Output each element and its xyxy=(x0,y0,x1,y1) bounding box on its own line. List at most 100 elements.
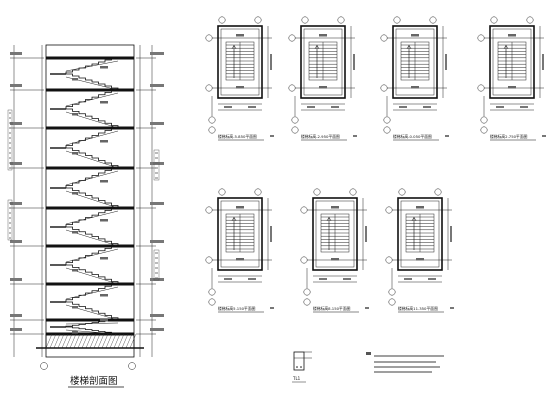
grid-bubble xyxy=(288,84,296,92)
grid-bubble xyxy=(429,16,437,24)
floor-slab xyxy=(46,206,134,210)
dimension-value-mark xyxy=(248,278,256,280)
level-value-mark xyxy=(10,84,22,87)
plan-view: 楼梯标高-5.850平面图 xyxy=(205,16,274,141)
hatch-line xyxy=(125,333,133,349)
plan-title: 楼梯标高2.750平面图 xyxy=(490,134,528,139)
dimension-value-mark xyxy=(428,278,436,280)
flight-tag xyxy=(100,257,108,260)
plan-view: 楼梯标高8.150平面图 xyxy=(300,188,369,313)
hatch-line xyxy=(89,333,97,349)
grid-bubble xyxy=(254,188,262,196)
dimension-value-mark xyxy=(224,278,232,280)
dimension-value-mark xyxy=(248,106,256,108)
flight-tag xyxy=(100,294,108,297)
hatch-line xyxy=(97,333,105,349)
hatch-line xyxy=(109,333,117,349)
grid-bubble xyxy=(208,288,216,296)
hatch-line xyxy=(53,333,61,349)
plan-title: 楼梯标高11.350平面图 xyxy=(398,306,438,311)
level-value-mark xyxy=(150,84,164,87)
floor-slab xyxy=(46,166,134,170)
level-value-mark xyxy=(150,162,164,165)
rebar-dot xyxy=(296,366,298,368)
plan-title: 楼梯标高8.150平面图 xyxy=(313,306,351,311)
dimension-value-mark xyxy=(423,106,431,108)
side-annotation-block xyxy=(7,199,13,241)
floor-slab xyxy=(46,318,134,322)
plan-wall xyxy=(489,25,535,99)
level-value-mark xyxy=(10,278,22,281)
grid-bubble xyxy=(526,16,534,24)
grid-bubble xyxy=(288,34,296,42)
grid-bubble xyxy=(477,84,485,92)
grid-bubble xyxy=(388,298,396,306)
side-annotation-block xyxy=(153,249,160,281)
stair-flight xyxy=(66,326,119,334)
dimension-value-mark xyxy=(353,54,355,70)
grid-bubble xyxy=(385,256,393,264)
grid-bubble xyxy=(208,298,216,306)
grid-bubble xyxy=(300,206,308,214)
stair-flight xyxy=(66,73,119,90)
section-outline xyxy=(45,44,135,358)
level-value-mark xyxy=(150,278,164,281)
grid-bubble xyxy=(205,256,213,264)
walk-arrow-head xyxy=(314,44,320,50)
hatch-line xyxy=(81,333,89,349)
landing-label-mark xyxy=(236,34,244,37)
dimension-value-mark xyxy=(365,226,367,242)
flight-tag xyxy=(100,140,108,143)
flight-tag xyxy=(72,78,78,81)
grid-bubble xyxy=(337,16,345,24)
dimension-value-mark xyxy=(307,106,315,108)
grid-bubble xyxy=(301,16,309,24)
level-value-mark xyxy=(10,240,22,243)
hatch-line xyxy=(101,333,109,349)
grid-bubble xyxy=(128,362,136,370)
landing-label-mark xyxy=(236,258,244,261)
flight-tag xyxy=(72,331,78,334)
dimension-value-mark xyxy=(542,54,544,70)
floor-slab xyxy=(46,56,134,60)
stair-flight xyxy=(66,226,119,246)
flight-soffit xyxy=(65,130,119,146)
level-value-mark xyxy=(150,328,164,331)
dimension-value-mark xyxy=(496,106,504,108)
scale-mark xyxy=(542,135,546,137)
hatch-line xyxy=(105,333,113,349)
flight-tag xyxy=(72,306,78,309)
grid-bubble xyxy=(393,16,401,24)
grid-bubble xyxy=(208,126,216,134)
grid-bubble xyxy=(40,362,48,370)
grid-bubble xyxy=(434,188,442,196)
dimension-value-mark xyxy=(404,278,412,280)
flight-soffit xyxy=(65,60,119,72)
flight-tag xyxy=(72,269,78,272)
stair-flight xyxy=(66,187,119,208)
general-notes xyxy=(366,352,444,373)
flight-soffit xyxy=(65,322,119,325)
floor-slab xyxy=(46,282,134,286)
level-value-mark xyxy=(10,328,22,331)
hatch-line xyxy=(113,333,121,349)
landing-label-mark xyxy=(416,258,424,261)
scale-mark xyxy=(270,307,274,309)
grid-bubble xyxy=(218,188,226,196)
grid-bubble xyxy=(313,188,321,196)
landing-label-mark xyxy=(319,34,327,37)
rebar-dot xyxy=(300,366,302,368)
landing-label-mark xyxy=(331,206,339,209)
level-value-mark xyxy=(150,122,164,125)
walk-arrow-head xyxy=(326,216,332,222)
flight-soffit xyxy=(65,329,119,335)
flight-soffit xyxy=(65,170,119,186)
dimension-value-mark xyxy=(445,54,447,70)
plan-inner-wall xyxy=(400,200,440,268)
flight-tag xyxy=(72,231,78,234)
grid-bubble xyxy=(383,126,391,134)
stair-plan-views: 楼梯标高-5.850平面图楼梯标高-2.950平面图楼梯标高-0.050平面图楼… xyxy=(205,16,546,313)
grid-bubble xyxy=(380,34,388,42)
plan-inner-wall xyxy=(395,28,435,96)
level-value-mark xyxy=(10,52,22,55)
